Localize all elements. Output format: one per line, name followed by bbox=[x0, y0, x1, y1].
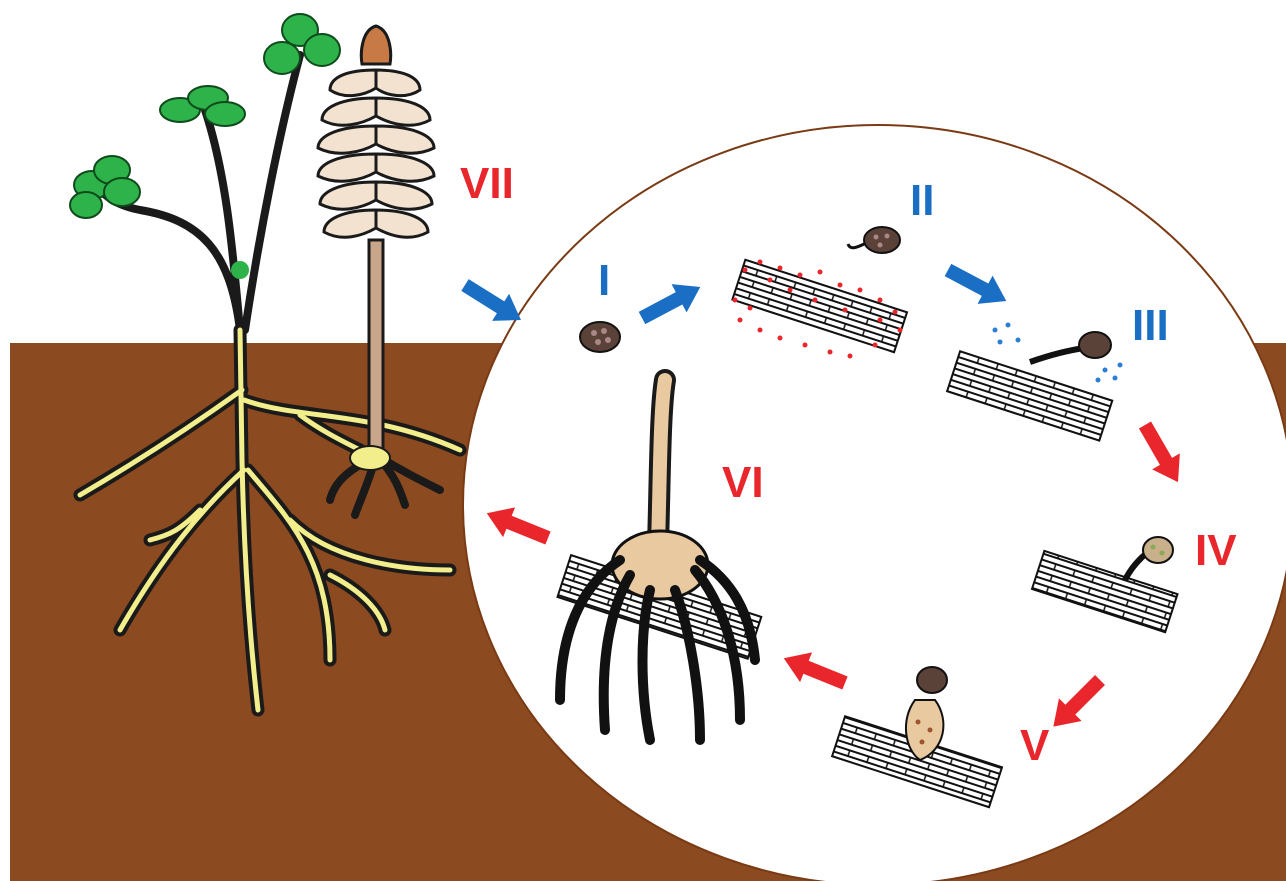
leaf-cluster-top bbox=[264, 14, 340, 74]
label-stage-v: V bbox=[1020, 721, 1050, 770]
label-stage-iii: III bbox=[1132, 301, 1169, 350]
label-stage-iv: IV bbox=[1195, 526, 1237, 575]
broomrape-scales bbox=[318, 70, 434, 237]
label-stage-i: I bbox=[598, 256, 610, 305]
broomrape-stem bbox=[369, 240, 383, 460]
stage-1-seed bbox=[580, 322, 620, 352]
label-stage-ii: II bbox=[910, 176, 934, 225]
label-stage-vii: VII bbox=[460, 159, 514, 208]
broomrape-bud bbox=[361, 26, 390, 64]
leaf-cluster-middle bbox=[160, 86, 245, 126]
label-stage-vi: VI bbox=[722, 458, 764, 507]
broomrape-tubercle bbox=[350, 446, 390, 470]
stem-joint bbox=[231, 261, 249, 279]
